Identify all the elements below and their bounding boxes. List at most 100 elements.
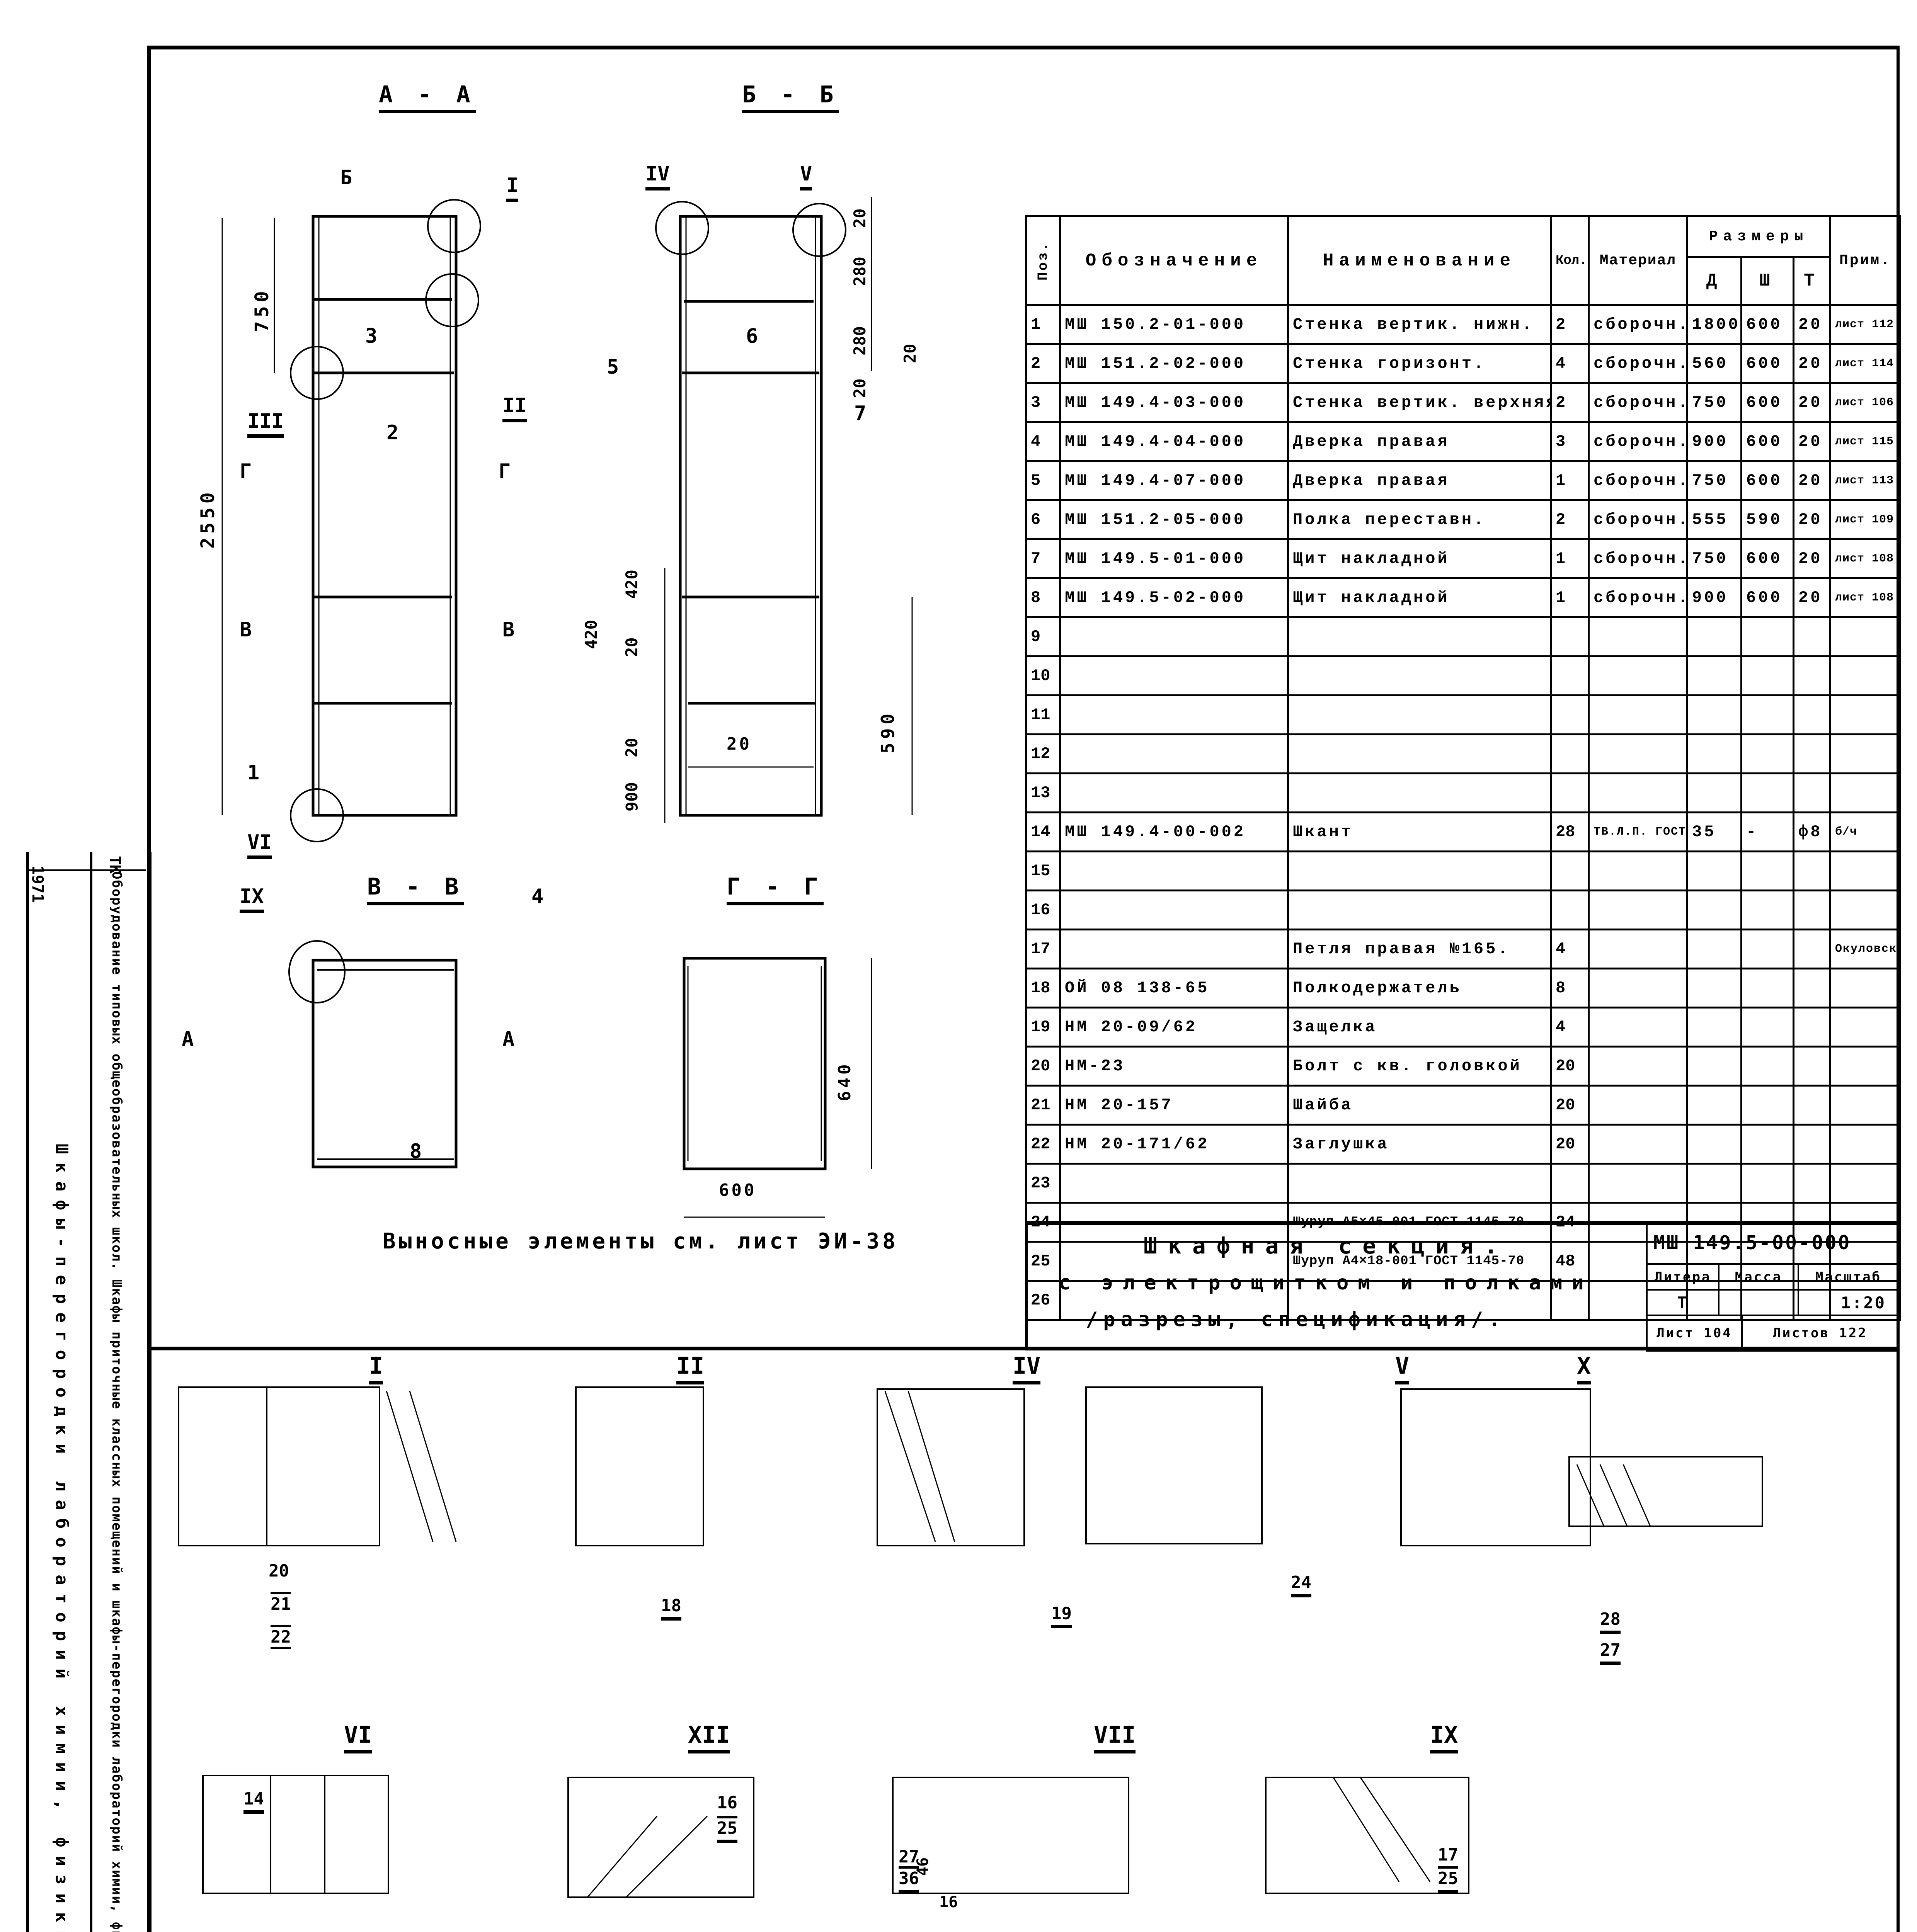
cell-d — [1686, 1085, 1742, 1126]
callout-6: 6 — [746, 325, 758, 348]
cell-qty: 1 — [1550, 577, 1590, 618]
cell-t — [1792, 655, 1832, 696]
cell-d: 750 — [1686, 382, 1742, 423]
cell-pos: 2 — [1025, 343, 1061, 384]
cut-mark-v-left: В — [240, 618, 252, 641]
cell-material — [1588, 968, 1688, 1009]
cell-name: Шуруп А4×18-001 ГОСТ 1145-70 — [1287, 1241, 1552, 1282]
dim-750: 750 — [251, 287, 273, 332]
cell-name — [1287, 694, 1552, 735]
cell-t — [1792, 1124, 1832, 1165]
table-row: 15 — [1025, 850, 1902, 891]
cell-note: лист 106 — [1829, 382, 1902, 423]
cell-d — [1686, 1007, 1742, 1048]
cell-qty: 20 — [1550, 1046, 1590, 1087]
cell-material — [1588, 1007, 1688, 1048]
cell-d — [1686, 1280, 1742, 1321]
section-gg-title: Г - Г — [727, 873, 824, 905]
header-t: Т — [1792, 256, 1832, 306]
cell-d: 1800 — [1686, 304, 1742, 345]
table-row: 26 — [1025, 1280, 1902, 1321]
cell-designation — [1059, 772, 1289, 813]
cell-name: Дверка правая — [1287, 460, 1552, 501]
tb-mass — [1718, 1289, 1799, 1316]
detail-ref-IX: IX — [240, 885, 264, 913]
cell-t: 20 — [1792, 343, 1832, 384]
cell-name — [1287, 772, 1552, 813]
detail-ref-III: III — [247, 410, 284, 438]
cell-name: Дверка правая — [1287, 421, 1552, 462]
detail-title-IV: IV — [1013, 1352, 1041, 1384]
cell-pos: 25 — [1025, 1241, 1061, 1282]
cell-d — [1686, 1046, 1742, 1087]
header-material: Материал — [1588, 215, 1688, 306]
cell-t — [1792, 850, 1832, 891]
cell-name: Стенка вертик. нижн. — [1287, 304, 1552, 345]
cell-t — [1792, 616, 1832, 657]
detail-VII-dim-46: 46 — [914, 1857, 932, 1876]
title-block-top: Шкафная секция. с электрощитком и полкам… — [1025, 1221, 1899, 1352]
cell-designation — [1059, 655, 1289, 696]
cell-note — [1829, 616, 1902, 657]
detail-IV-callout-19: 19 — [1051, 1604, 1072, 1628]
cell-d: 900 — [1686, 421, 1742, 462]
cell-qty — [1550, 655, 1590, 696]
section-bb-title: Б - Б — [742, 81, 839, 113]
cell-qty: 3 — [1550, 421, 1590, 462]
cell-note: б/ч — [1829, 811, 1902, 852]
cell-designation — [1059, 889, 1289, 930]
header-pos: Поз. — [1026, 216, 1060, 305]
cell-note — [1829, 733, 1902, 774]
cell-pos: 13 — [1025, 772, 1061, 813]
dim-bb-20-top: 20 — [850, 208, 869, 228]
callout-2: 2 — [386, 421, 399, 444]
cell-qty: 20 — [1550, 1124, 1590, 1165]
tb-title-line3: /разрезы, спецификация/. — [1086, 1308, 1506, 1331]
table-row: 16 — [1025, 889, 1902, 930]
cell-qty — [1550, 733, 1590, 774]
table-row: 11 — [1025, 694, 1902, 735]
detail-IX-callout-17: 17 — [1438, 1845, 1458, 1865]
cell-note: Окуловск 3-9 — [1829, 929, 1902, 969]
dim-gg-600: 600 — [719, 1180, 757, 1200]
cell-sh — [1740, 1241, 1794, 1282]
cell-material: сборочн. — [1588, 577, 1688, 618]
dim-bb-20-mid2: 420 — [582, 620, 601, 649]
cell-t — [1792, 694, 1832, 735]
cell-note — [1829, 1046, 1902, 1087]
cut-mark-v-right: В — [502, 618, 515, 641]
cell-designation: ОЙ 08 138-65 — [1059, 968, 1289, 1009]
cell-material: сборочн. — [1588, 460, 1688, 501]
detail-VI-callout-14: 14 — [243, 1789, 264, 1814]
detail-ref-I: I — [506, 174, 519, 202]
side-strip — [26, 852, 152, 1932]
cut-mark-g-right: Г — [499, 460, 511, 483]
cell-name — [1287, 1163, 1552, 1204]
detail-V-callout-24: 24 — [1291, 1573, 1311, 1597]
spec-table: Поз. Обозначение Наименование Кол. Матер… — [1025, 215, 1902, 1321]
cell-designation: МШ 150.2-01-000 — [1059, 304, 1289, 345]
callout-3: 3 — [365, 325, 378, 348]
detail-title-XII: XII — [688, 1721, 730, 1753]
tb-code: МШ 149.5-00-000 — [1646, 1222, 1899, 1265]
detail-XII-callout-25: 25 — [717, 1816, 737, 1843]
cell-sh: 600 — [1740, 421, 1794, 462]
cell-name — [1287, 655, 1552, 696]
cell-note — [1829, 772, 1902, 813]
cell-designation: МШ 149.4-03-000 — [1059, 382, 1289, 423]
cell-qty: 48 — [1550, 1241, 1590, 1282]
remote-elements-note: Выносные элементы см. лист ЭИ-38 — [383, 1229, 899, 1254]
cell-material — [1588, 733, 1688, 774]
cell-qty: 2 — [1550, 304, 1590, 345]
cell-designation: НМ-23 — [1059, 1046, 1289, 1087]
cell-t: 20 — [1792, 577, 1832, 618]
tb-sheet: Лист 104 — [1646, 1315, 1743, 1352]
detail-title-I: I — [369, 1352, 383, 1384]
cell-d — [1686, 929, 1742, 969]
cell-sh: 600 — [1740, 460, 1794, 501]
detail-ref-V: V — [800, 162, 812, 190]
detail-II-callout-18: 18 — [661, 1596, 681, 1621]
cell-d — [1686, 850, 1742, 891]
cell-t — [1792, 1163, 1832, 1204]
